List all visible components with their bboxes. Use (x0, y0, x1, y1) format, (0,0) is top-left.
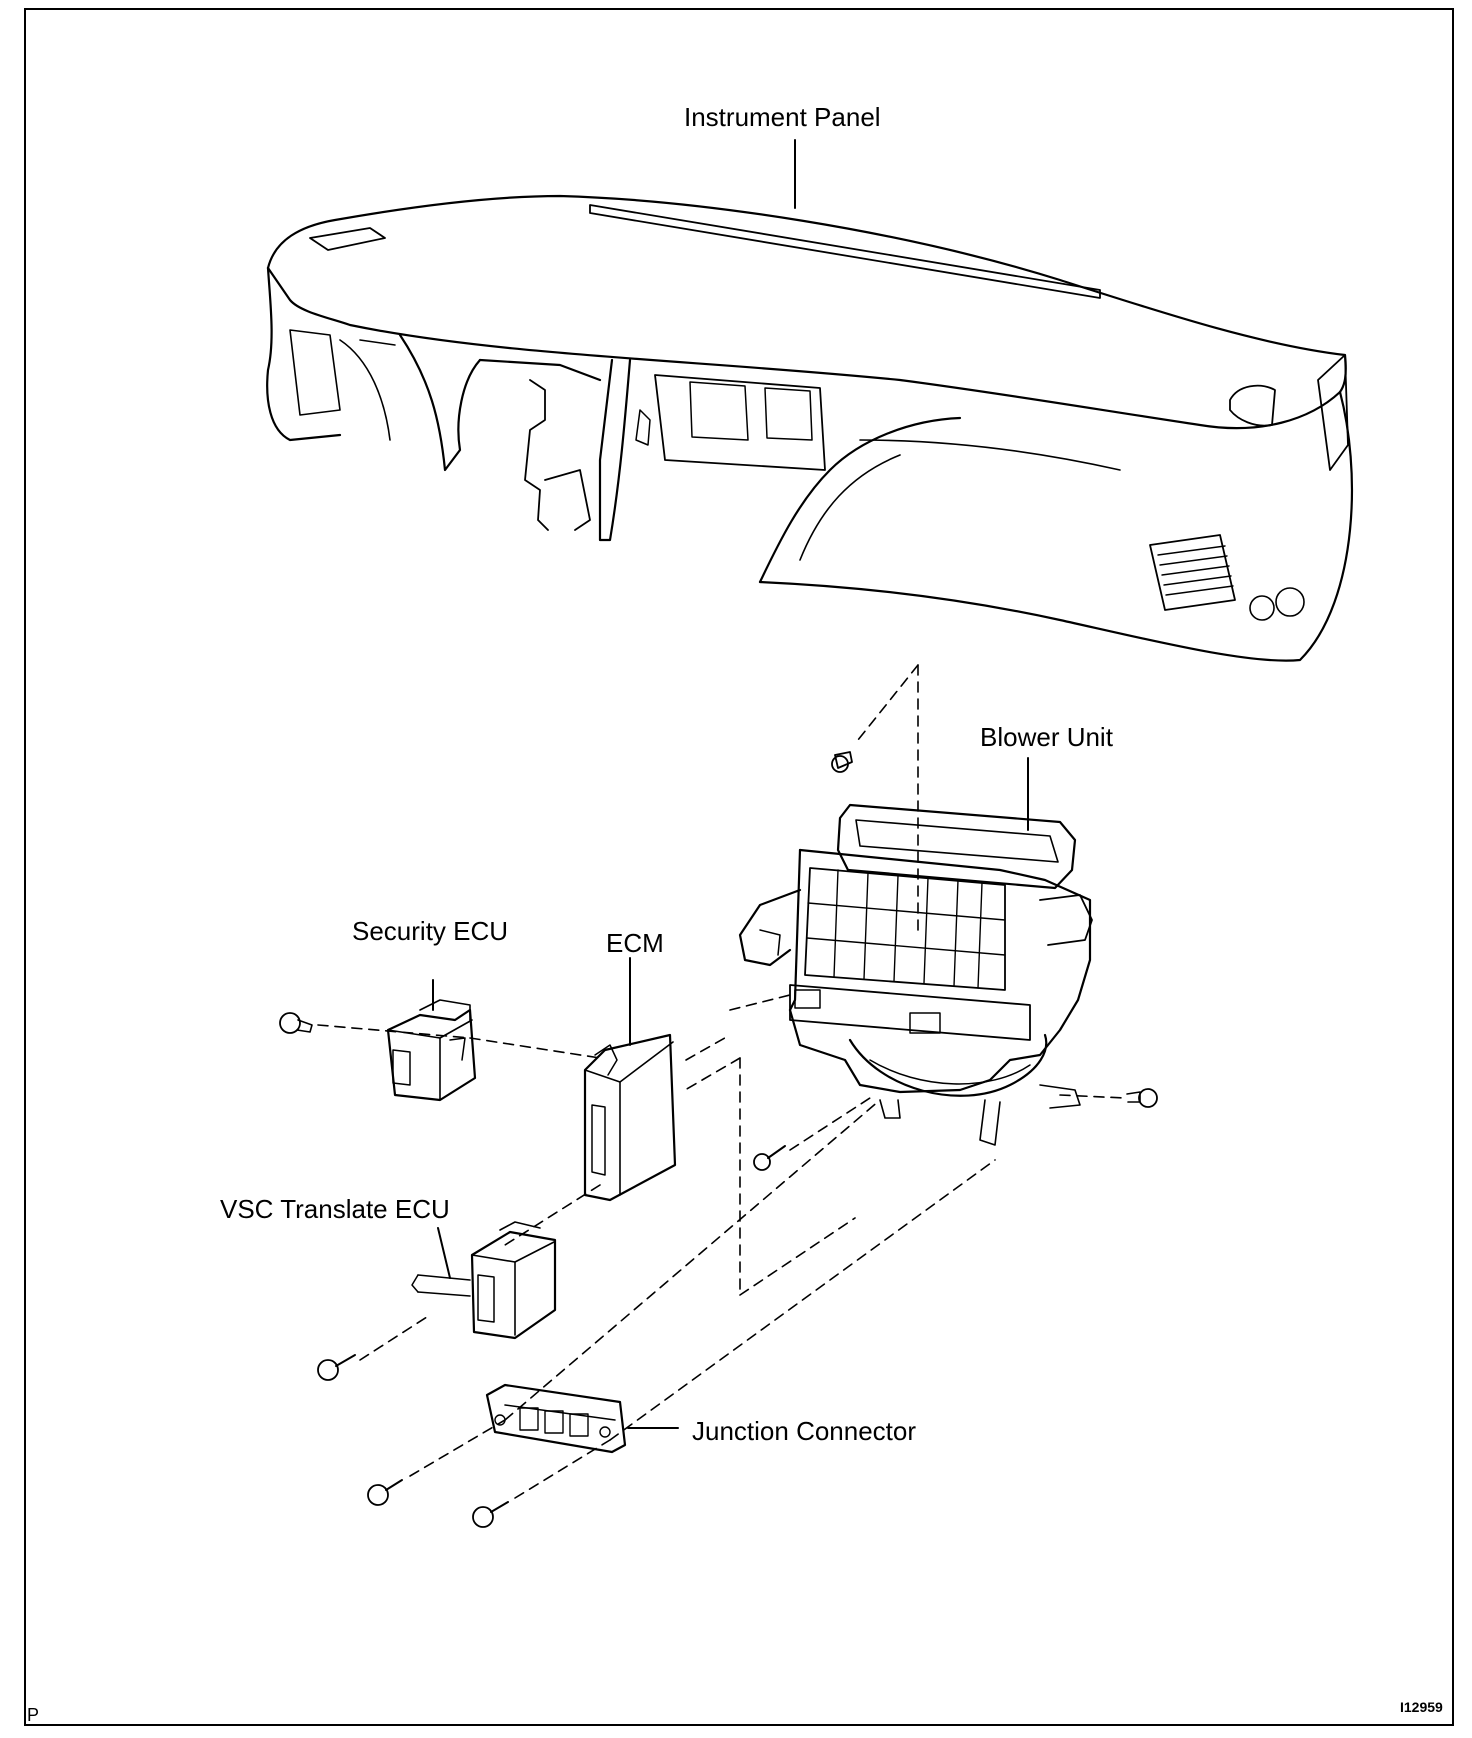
corner-mark-left: P (27, 1705, 40, 1725)
bolt-blower-left (753, 1145, 786, 1171)
screw-junction-right (472, 1501, 509, 1528)
label-security-ecu: Security ECU (352, 916, 509, 946)
label-instrument-panel: Instrument Panel (684, 102, 881, 132)
instrument-panel (266, 194, 1354, 662)
leader-vsc-translate-ecu (437, 1227, 451, 1279)
figure-id: I12959 (1400, 1699, 1443, 1715)
label-junction-connector: Junction Connector (692, 1416, 917, 1446)
bolt-security-ecu (279, 1012, 313, 1034)
screw-junction-left (367, 1479, 403, 1506)
vsc-translate-ecu (411, 1221, 557, 1340)
junction-connector (485, 1383, 627, 1454)
figure-frame (24, 8, 1454, 1726)
label-ecm: ECM (606, 928, 664, 958)
assembly-guide-lines (317, 664, 1126, 1499)
bolt-blower-right (1126, 1088, 1158, 1108)
screw-vsc (317, 1354, 356, 1381)
label-blower-unit: Blower Unit (980, 722, 1113, 752)
label-vsc-translate-ecu: VSC Translate ECU (220, 1194, 450, 1224)
ecm (583, 1033, 677, 1202)
bolt-top (831, 751, 853, 773)
blower-unit (738, 803, 1093, 1146)
security-ecu (386, 999, 477, 1102)
